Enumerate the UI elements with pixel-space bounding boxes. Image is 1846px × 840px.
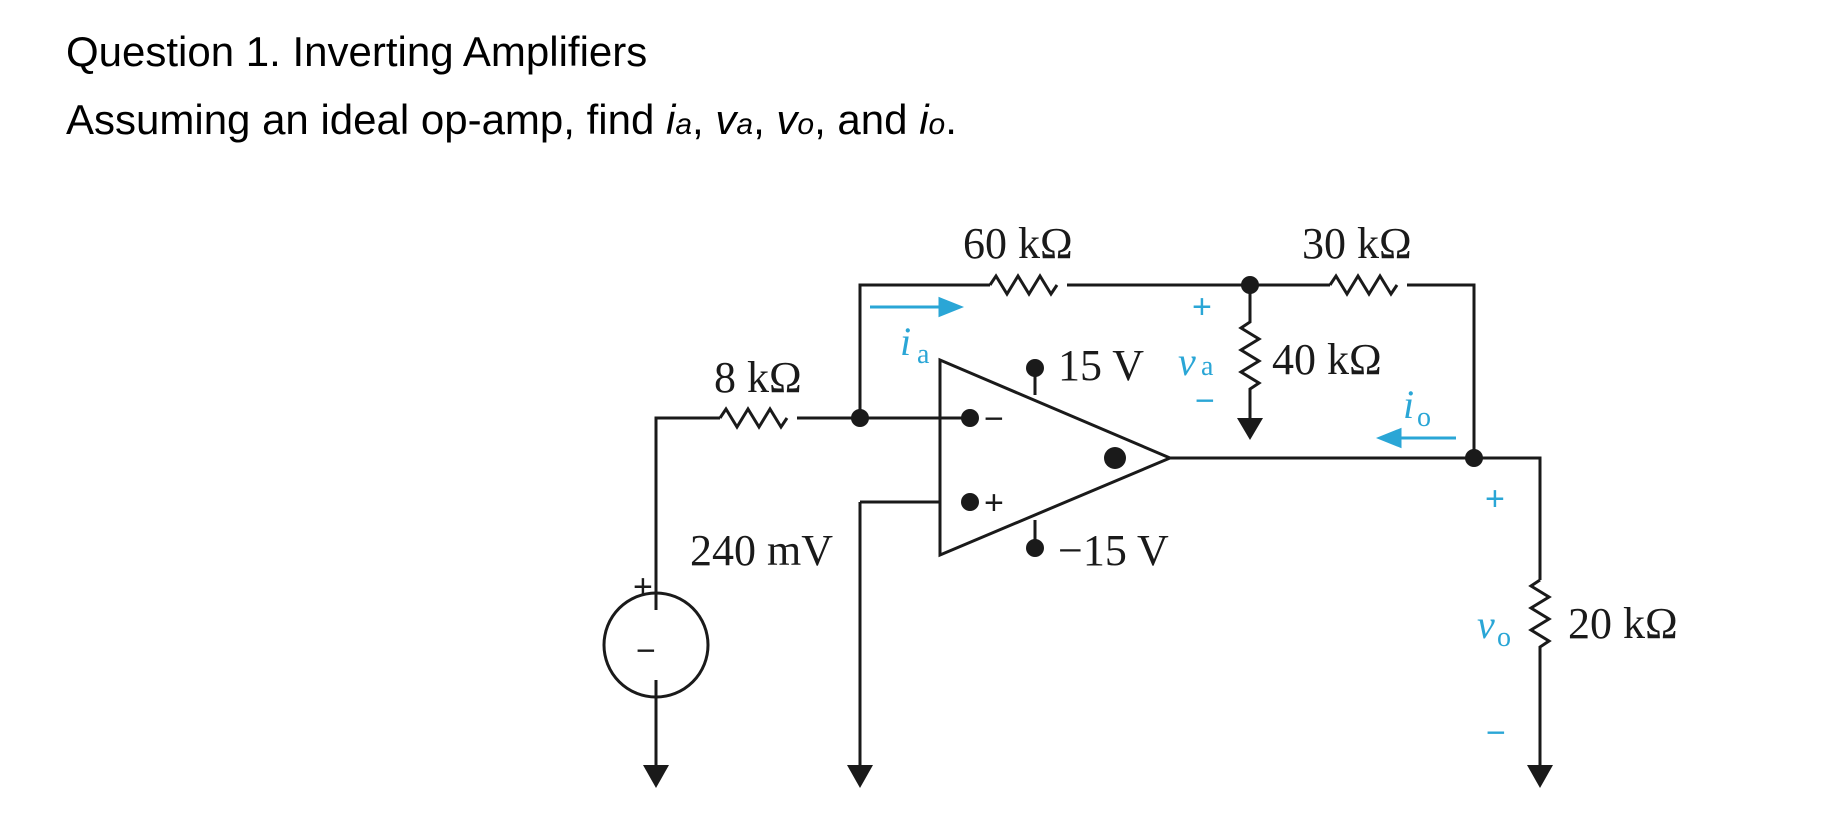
- label-va: v: [1178, 339, 1196, 384]
- sep3: , and: [814, 96, 920, 143]
- pin-supply-neg: [1026, 539, 1044, 557]
- label-8k: 8 kΩ: [714, 353, 802, 402]
- label-20k: 20 kΩ: [1568, 599, 1678, 648]
- label-60k: 60 kΩ: [963, 219, 1073, 268]
- current-arrows: [870, 296, 1456, 449]
- wire-output: [1170, 456, 1542, 580]
- label-va-sub: a: [1201, 351, 1214, 382]
- var-va-sub: a: [736, 108, 754, 141]
- resistor-8k: [718, 406, 789, 430]
- ground-arrow-source: [643, 765, 669, 788]
- va-minus-sign: −: [1195, 382, 1215, 420]
- wire-feedback-left: [858, 283, 990, 418]
- label-240mv: 240 mV: [690, 526, 833, 575]
- opamp-plus-sign: +: [984, 484, 1004, 522]
- var-vo: v: [776, 96, 798, 143]
- vo-plus-sign: +: [1485, 480, 1505, 518]
- ground-arrow-40k: [1237, 418, 1263, 440]
- label-supply-neg: −15 V: [1058, 526, 1169, 575]
- node-top: [1241, 276, 1259, 294]
- io-arrow-head: [1375, 427, 1402, 449]
- label-ia: i: [900, 319, 911, 364]
- ia-arrow-head: [938, 296, 965, 318]
- var-ia-sub: a: [675, 108, 693, 141]
- label-supply-pos: 15 V: [1058, 341, 1144, 390]
- sep2: ,: [753, 96, 777, 143]
- pin-inverting: [961, 409, 979, 427]
- label-40k: 40 kΩ: [1272, 335, 1382, 384]
- source-plus-sign: +: [633, 568, 653, 606]
- resistor-60k: [988, 273, 1059, 297]
- label-io: i: [1403, 382, 1414, 427]
- ground-arrow-load: [1527, 765, 1553, 788]
- pin-supply-pos: [1026, 359, 1044, 377]
- resistor-20k: [1528, 578, 1552, 765]
- vo-minus-sign: −: [1486, 714, 1506, 752]
- label-ia-sub: a: [917, 339, 930, 370]
- var-io: i: [919, 96, 929, 143]
- prompt-prefix: Assuming an ideal op-amp, find: [66, 96, 666, 143]
- label-vo-sub: o: [1497, 622, 1511, 653]
- ground-arrow-opamp: [847, 765, 873, 788]
- prompt-end: .: [945, 96, 957, 143]
- op-amp-body: [938, 357, 1174, 558]
- node-output: [1465, 449, 1483, 467]
- var-ia: i: [666, 96, 676, 143]
- label-30k: 30 kΩ: [1302, 219, 1412, 268]
- label-vo: v: [1477, 602, 1495, 647]
- label-io-sub: o: [1417, 402, 1431, 433]
- nodes: [643, 276, 1553, 788]
- question-prompt: Assuming an ideal op-amp, find ia, va, v…: [66, 96, 957, 144]
- pin-noninverting: [961, 493, 979, 511]
- voltage-source: [602, 591, 710, 699]
- resistor-30k: [1328, 273, 1399, 297]
- var-io-sub: o: [928, 108, 946, 141]
- pin-output: [1104, 447, 1126, 469]
- wires: [602, 273, 1552, 765]
- var-va: v: [715, 96, 737, 143]
- va-plus-sign: +: [1192, 288, 1212, 326]
- question-title: Question 1. Inverting Amplifiers: [66, 28, 648, 75]
- source-minus-sign: −: [636, 632, 656, 670]
- opamp-minus-sign: −: [984, 400, 1004, 438]
- sep1: ,: [692, 96, 716, 143]
- node-inverting: [851, 409, 869, 427]
- wire-source-top: [654, 416, 720, 610]
- wire-feedback-right: [1407, 283, 1476, 458]
- var-vo-sub: o: [797, 108, 815, 141]
- resistor-40k: [1238, 285, 1262, 418]
